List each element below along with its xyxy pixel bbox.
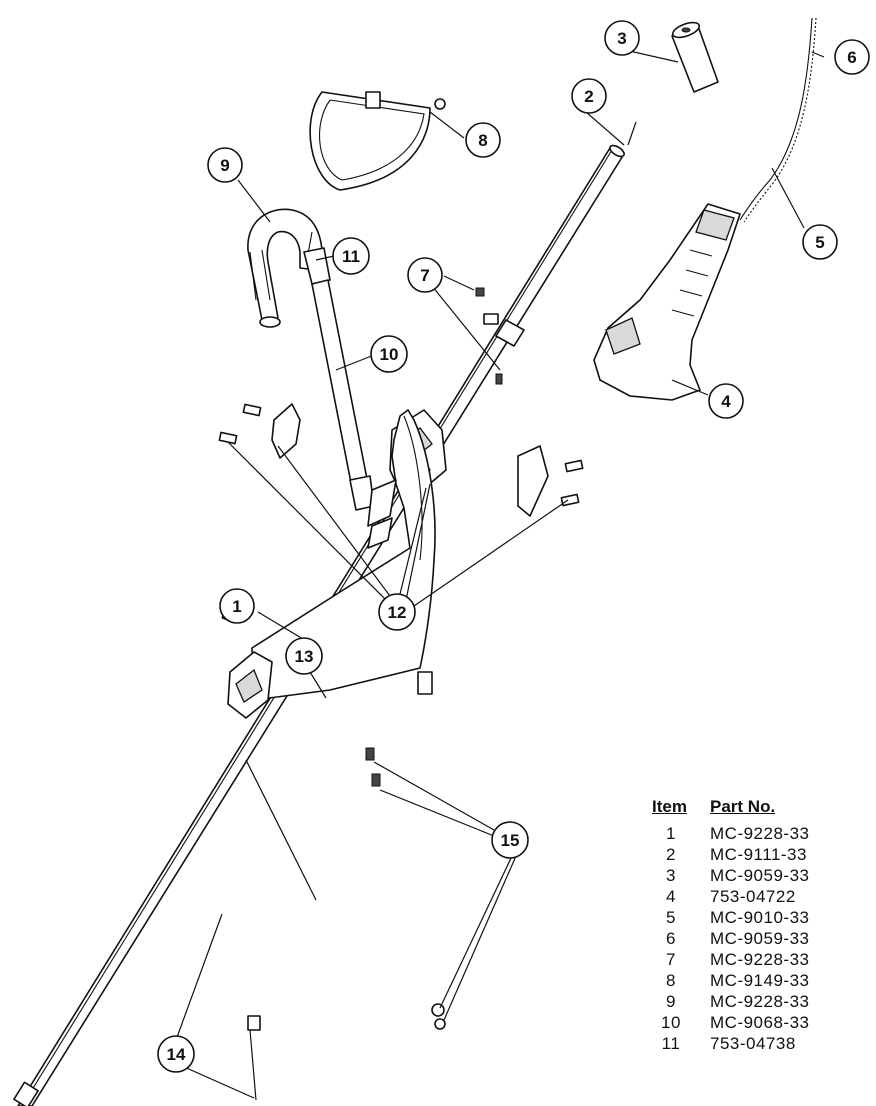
svg-text:2: 2 bbox=[584, 87, 593, 106]
table-row: 11 753-04738 bbox=[652, 1033, 876, 1054]
callout-7: 7 bbox=[407, 257, 443, 293]
callout-1: 1 bbox=[219, 588, 255, 624]
part-number: 753-04738 bbox=[710, 1034, 796, 1053]
table-row: 5 MC-9010-33 bbox=[652, 907, 876, 928]
shaft-pin bbox=[627, 121, 637, 146]
part-number: MC-9059-33 bbox=[710, 929, 810, 948]
item-number: 8 bbox=[666, 971, 676, 990]
table-row: 9 MC-9228-33 bbox=[652, 991, 876, 1012]
svg-text:1: 1 bbox=[232, 597, 241, 616]
part-number-column-header: Part No. bbox=[710, 797, 776, 816]
callout-12: 12 bbox=[378, 593, 416, 631]
part-number: MC-9111-33 bbox=[710, 845, 807, 864]
table-row: 2 MC-9111-33 bbox=[652, 844, 876, 865]
table-row: 10 MC-9068-33 bbox=[652, 1012, 876, 1033]
deflector-shield bbox=[227, 409, 436, 719]
svg-text:7: 7 bbox=[420, 266, 429, 285]
callout-13: 13 bbox=[285, 637, 323, 675]
table-row: 4 753-04722 bbox=[652, 886, 876, 907]
callout-14: 14 bbox=[157, 1035, 195, 1073]
table-row: 3 MC-9059-33 bbox=[652, 865, 876, 886]
part-number: MC-9228-33 bbox=[710, 824, 810, 843]
callout-5: 5 bbox=[802, 224, 838, 260]
part-number: 753-04722 bbox=[710, 887, 796, 906]
svg-text:12: 12 bbox=[388, 603, 407, 622]
part-number: MC-9149-33 bbox=[710, 971, 810, 990]
table-row: 8 MC-9149-33 bbox=[652, 970, 876, 991]
table-row: 1 MC-9228-33 bbox=[652, 823, 876, 844]
callout-2: 2 bbox=[571, 78, 607, 114]
part-number: MC-9228-33 bbox=[710, 992, 810, 1011]
svg-text:9: 9 bbox=[220, 156, 229, 175]
j-grip bbox=[247, 208, 331, 328]
svg-text:6: 6 bbox=[847, 48, 856, 67]
svg-text:10: 10 bbox=[380, 345, 399, 364]
item-number: 5 bbox=[666, 908, 676, 927]
cap-part bbox=[671, 21, 719, 93]
flex-cable bbox=[739, 17, 817, 223]
svg-text:4: 4 bbox=[721, 392, 731, 411]
item-number: 3 bbox=[666, 866, 676, 885]
item-number: 6 bbox=[666, 929, 676, 948]
screw-set bbox=[365, 747, 446, 1030]
callout-6: 6 bbox=[834, 39, 870, 75]
svg-text:14: 14 bbox=[167, 1045, 186, 1064]
part-number: MC-9010-33 bbox=[710, 908, 810, 927]
parts-table-header: Item Part No. bbox=[652, 797, 876, 823]
callout-15: 15 bbox=[491, 821, 529, 859]
callout-11: 11 bbox=[332, 237, 370, 275]
table-row: 7 MC-9228-33 bbox=[652, 949, 876, 970]
shoulder-strap bbox=[309, 91, 446, 191]
part-number: MC-9068-33 bbox=[710, 1013, 810, 1032]
svg-text:8: 8 bbox=[478, 131, 487, 150]
part-number: MC-9059-33 bbox=[710, 866, 810, 885]
item-column-header: Item bbox=[652, 797, 687, 816]
item-number: 11 bbox=[661, 1034, 681, 1053]
item-number: 7 bbox=[666, 950, 676, 969]
svg-text:5: 5 bbox=[815, 233, 824, 252]
callout-8: 8 bbox=[465, 122, 501, 158]
svg-text:11: 11 bbox=[342, 247, 360, 266]
svg-text:3: 3 bbox=[617, 29, 626, 48]
item-number: 9 bbox=[666, 992, 676, 1011]
table-row: 6 MC-9059-33 bbox=[652, 928, 876, 949]
leader-lines bbox=[175, 49, 825, 1099]
svg-text:15: 15 bbox=[501, 831, 520, 850]
svg-text:13: 13 bbox=[295, 647, 314, 666]
grip-rod bbox=[311, 279, 375, 511]
item-number: 10 bbox=[661, 1013, 681, 1032]
callout-10: 10 bbox=[370, 335, 408, 373]
handle-housing bbox=[593, 203, 741, 401]
callout-9: 9 bbox=[207, 147, 243, 183]
part-number: MC-9228-33 bbox=[710, 950, 810, 969]
item-number: 4 bbox=[666, 887, 676, 906]
item-number: 2 bbox=[666, 845, 676, 864]
item-number: 1 bbox=[666, 824, 676, 843]
callout-4: 4 bbox=[708, 383, 744, 419]
small-fasteners bbox=[475, 287, 503, 385]
callout-3: 3 bbox=[604, 20, 640, 56]
